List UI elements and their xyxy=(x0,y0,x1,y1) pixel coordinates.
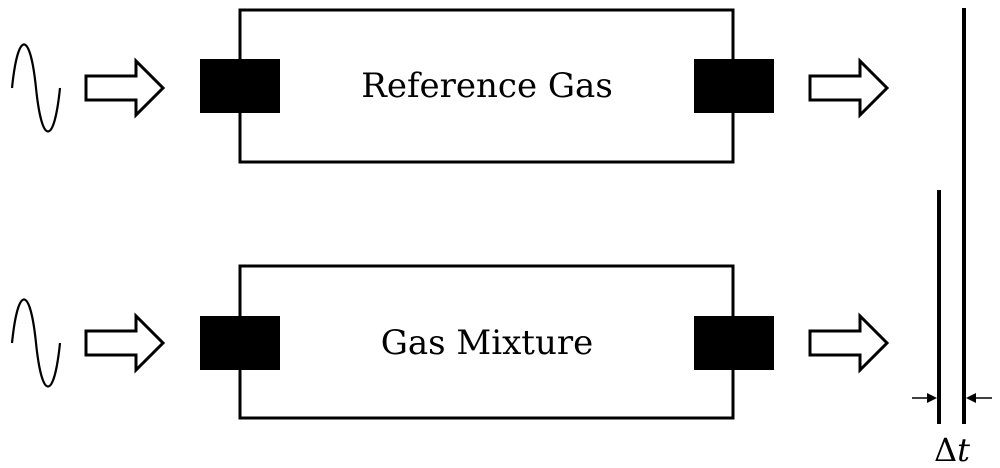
sine-wave-icon xyxy=(10,43,62,133)
time-delay-indicator: Δt xyxy=(912,8,992,468)
sine-wave-icon xyxy=(10,298,62,388)
arrowhead-icon xyxy=(966,393,976,403)
reference-gas-row: Reference Gas xyxy=(10,8,890,164)
output-arrow-icon xyxy=(808,57,890,119)
output-arrow-icon xyxy=(808,312,890,374)
reference-gas-label: Reference Gas xyxy=(361,66,613,106)
gas-mixture-label: Gas Mixture xyxy=(381,323,593,363)
input-arrow-icon xyxy=(84,312,166,374)
time-variable: t xyxy=(957,431,970,468)
gas-mixture-chamber xyxy=(238,264,735,420)
transmitter-transducer xyxy=(200,316,280,370)
receiver-transducer xyxy=(694,316,774,370)
receiver-transducer xyxy=(694,59,774,113)
gas-mixture-row: Gas Mixture xyxy=(10,264,890,420)
input-arrow-icon xyxy=(84,57,166,119)
reference-gas-chamber xyxy=(238,8,735,164)
delta-symbol: Δ xyxy=(934,431,957,468)
delta-t-label: Δt xyxy=(934,431,970,468)
arrowhead-icon xyxy=(927,393,937,403)
transmitter-transducer xyxy=(200,59,280,113)
